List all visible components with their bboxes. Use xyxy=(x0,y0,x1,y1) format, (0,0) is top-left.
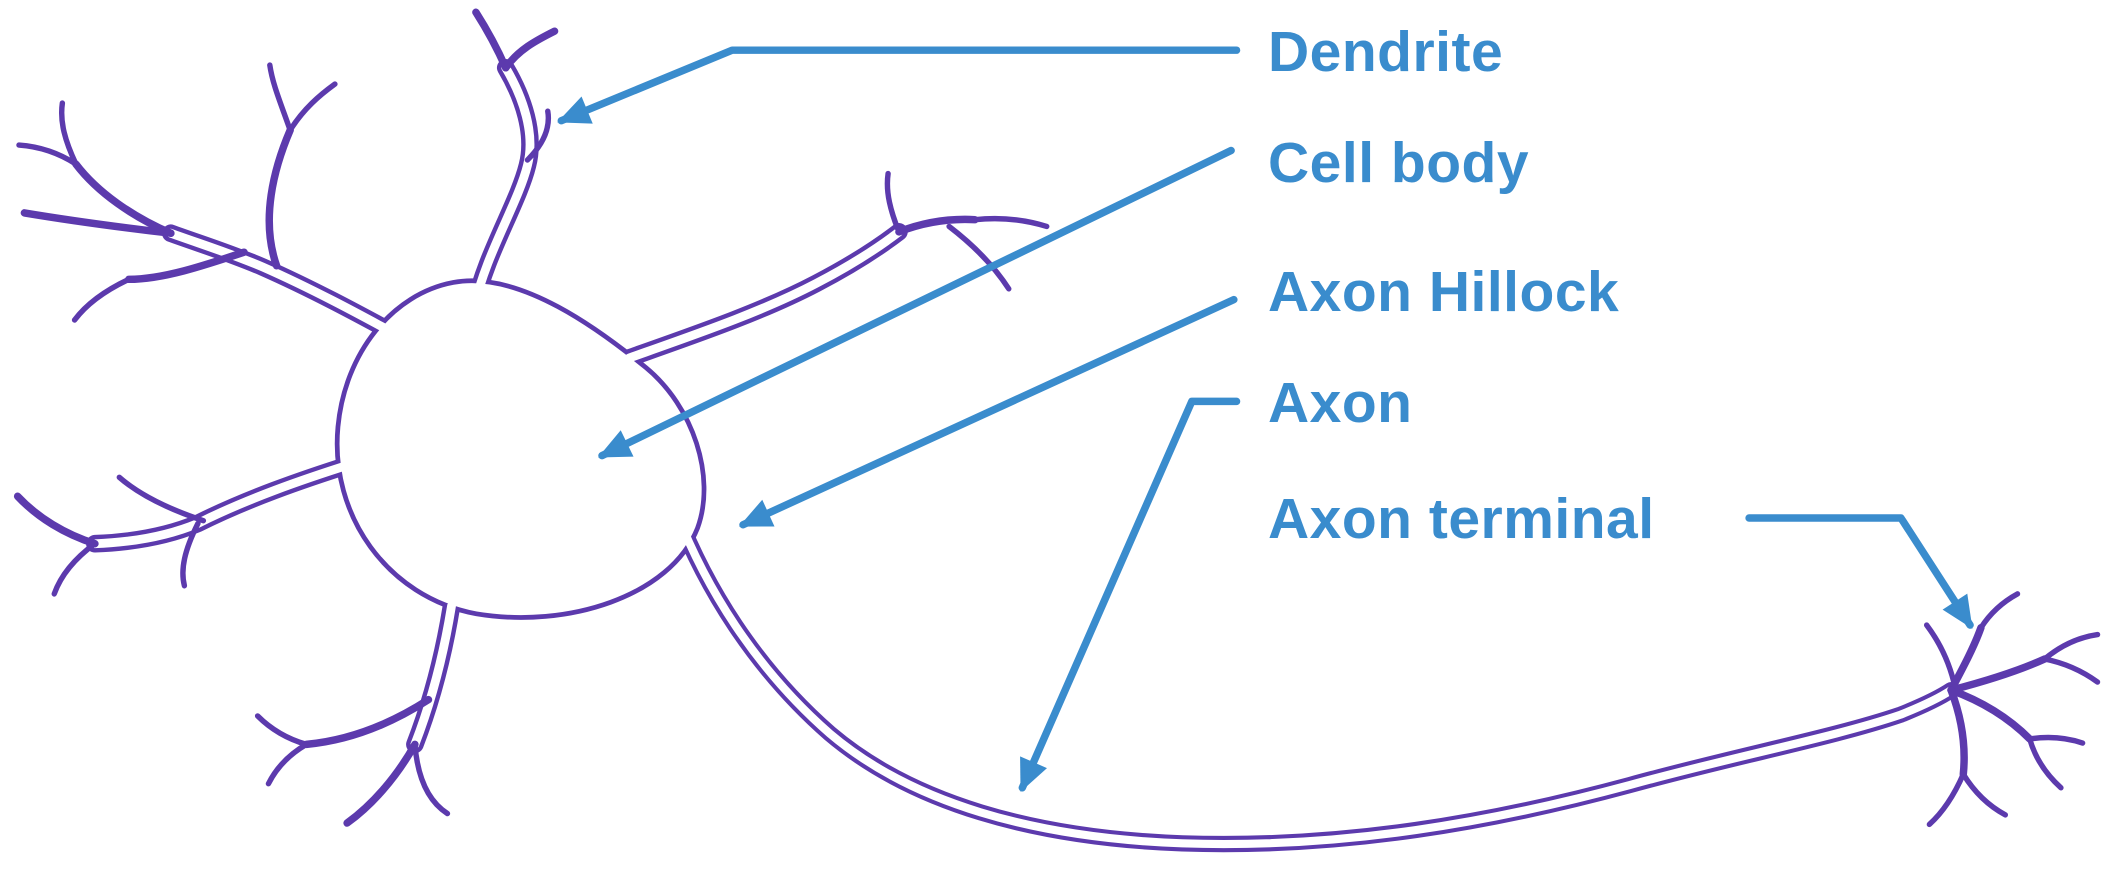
cell-body-arrow xyxy=(598,146,1235,460)
terminal-branch xyxy=(1923,622,1957,685)
callout-arrows xyxy=(557,46,1974,792)
branch xyxy=(946,223,1012,292)
branch xyxy=(502,27,559,72)
label-axon: Axon xyxy=(1268,371,1413,435)
branch xyxy=(895,215,979,236)
branch xyxy=(265,126,294,270)
terminal-branch xyxy=(1960,771,2009,818)
label-axon-hillock: Axon Hillock xyxy=(1268,260,1620,324)
neuron-branches xyxy=(13,8,2101,828)
branch xyxy=(16,142,79,167)
branch xyxy=(254,713,310,748)
dendrite-upper-left-inner xyxy=(166,228,414,347)
axon-arrow xyxy=(1018,397,1241,792)
branch xyxy=(267,62,293,133)
branch xyxy=(302,695,433,749)
branch xyxy=(180,520,201,589)
terminal-branch xyxy=(2027,734,2086,746)
branch xyxy=(884,170,902,235)
branch xyxy=(13,492,99,548)
terminal-branch xyxy=(1978,591,2021,631)
branch xyxy=(287,81,338,133)
axon-shape xyxy=(668,504,1960,853)
dendrite-top-inner xyxy=(470,63,535,311)
axon-terminal-arrow xyxy=(1745,514,1974,629)
branch xyxy=(20,209,175,237)
branch xyxy=(116,474,207,524)
terminal-branch xyxy=(1926,771,1967,828)
terminal-branch xyxy=(1947,686,2034,743)
terminal-branch xyxy=(1947,655,2049,694)
branch xyxy=(265,741,310,787)
label-axon-terminal: Axon terminal xyxy=(1268,487,1655,551)
dendrite-bottom-inner xyxy=(410,601,456,749)
branch xyxy=(412,741,451,817)
dendrite-upper-right-inner xyxy=(624,227,904,363)
label-cell-body: Cell body xyxy=(1268,131,1530,195)
branch xyxy=(72,160,175,237)
terminal-branch xyxy=(2041,631,2101,662)
label-dendrite: Dendrite xyxy=(1268,20,1504,84)
terminal-branch xyxy=(2041,656,2101,685)
branch xyxy=(51,541,98,597)
branch xyxy=(71,276,132,323)
axon-inner xyxy=(672,508,1956,849)
branch xyxy=(343,740,419,827)
terminal-branch xyxy=(2027,736,2064,791)
dendrite-arrow xyxy=(557,46,1241,125)
neuron-inner-pass xyxy=(90,63,1956,849)
branch xyxy=(59,100,79,167)
axon-hillock-arrow xyxy=(739,295,1238,529)
terminal-branch xyxy=(1947,686,1968,778)
branch xyxy=(472,8,510,72)
branch xyxy=(524,108,552,163)
branch xyxy=(125,248,248,284)
branch xyxy=(972,215,1050,230)
